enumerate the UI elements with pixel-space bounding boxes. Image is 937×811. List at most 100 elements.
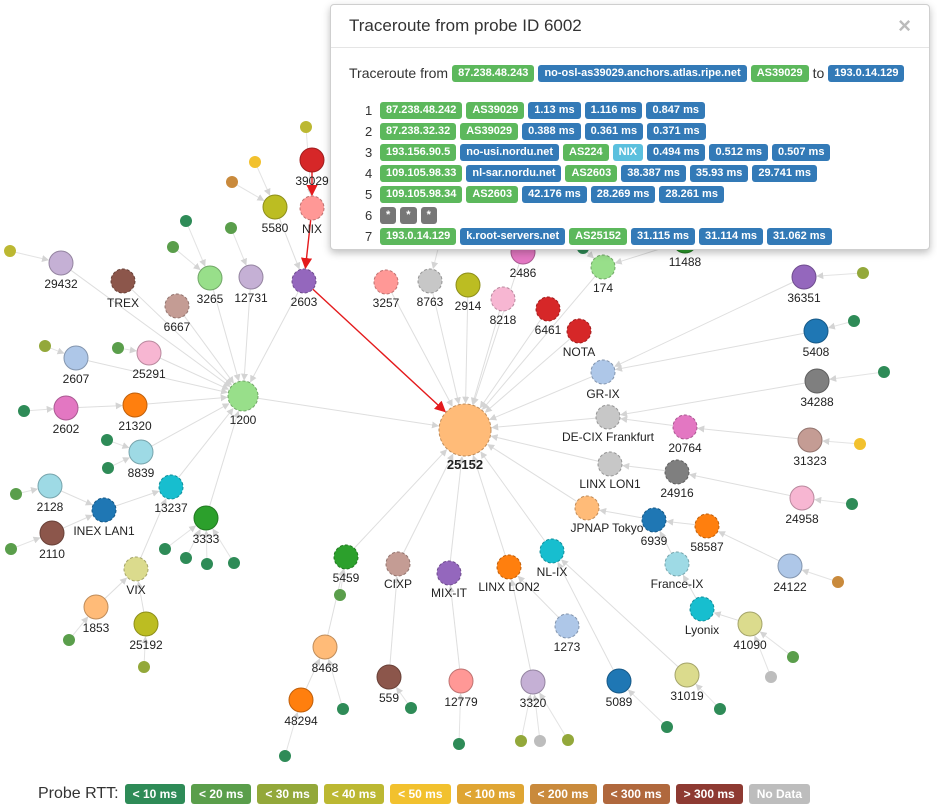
as-node[interactable] [158,474,184,500]
probe-dot[interactable] [63,634,75,646]
as-node[interactable] [791,264,817,290]
probe-dot[interactable] [138,661,150,673]
as-node[interactable] [539,538,565,564]
as-node[interactable] [63,345,89,371]
probe-dot[interactable] [180,552,192,564]
as-node[interactable] [597,451,623,477]
probe-dot[interactable] [225,222,237,234]
as-node[interactable] [789,485,815,511]
probe-dot[interactable] [534,735,546,747]
as-node[interactable] [133,611,159,637]
probe-dot[interactable] [787,651,799,663]
probe-dot[interactable] [848,315,860,327]
probe-dot[interactable] [405,702,417,714]
as-node[interactable] [123,556,149,582]
probe-dot[interactable] [661,721,673,733]
as-node[interactable] [299,147,325,173]
as-node[interactable] [689,596,715,622]
probe-dot[interactable] [279,750,291,762]
probe-dot[interactable] [562,734,574,746]
probe-dot[interactable] [334,589,346,601]
as-node[interactable] [312,634,338,660]
probe-dot[interactable] [4,245,16,257]
as-node[interactable] [737,611,763,637]
as-node[interactable] [574,495,600,521]
as-node[interactable] [672,414,698,440]
probe-dot[interactable] [112,342,124,354]
probe-dot[interactable] [39,340,51,352]
probe-dot[interactable] [765,671,777,683]
probe-dot[interactable] [101,434,113,446]
as-node[interactable] [641,507,667,533]
as-node[interactable] [128,439,154,465]
as-node[interactable] [535,296,561,322]
probe-dot[interactable] [854,438,866,450]
as-node[interactable] [48,250,74,276]
probe-dot[interactable] [878,366,890,378]
probe-dot[interactable] [515,735,527,747]
as-node[interactable] [694,513,720,539]
as-node[interactable] [566,318,592,344]
as-node[interactable] [122,392,148,418]
as-node[interactable] [606,668,632,694]
probe-dot[interactable] [453,738,465,750]
as-node[interactable] [299,195,325,221]
probe-dot[interactable] [300,121,312,133]
as-node[interactable] [110,268,136,294]
as-node[interactable] [164,293,190,319]
probe-dot[interactable] [180,215,192,227]
as-node[interactable] [376,664,402,690]
probe-dot[interactable] [857,267,869,279]
as-node[interactable] [490,286,516,312]
as-node[interactable] [91,497,117,523]
probe-dot[interactable] [249,156,261,168]
probe-dot[interactable] [228,557,240,569]
as-node[interactable] [803,318,829,344]
as-node[interactable] [333,544,359,570]
as-node[interactable] [37,473,63,499]
probe-dot[interactable] [10,488,22,500]
probe-dot[interactable] [102,462,114,474]
as-node[interactable] [39,520,65,546]
as-node[interactable] [554,613,580,639]
as-node[interactable] [664,551,690,577]
probe-dot[interactable] [714,703,726,715]
as-node[interactable] [520,669,546,695]
probe-dot[interactable] [337,703,349,715]
probe-dot[interactable] [201,558,213,570]
as-node[interactable] [291,268,317,294]
as-node[interactable] [83,594,109,620]
as-node[interactable] [455,272,481,298]
as-node[interactable] [590,359,616,385]
as-node[interactable] [193,505,219,531]
as-node[interactable] [777,553,803,579]
as-node[interactable] [136,340,162,366]
probe-dot[interactable] [832,576,844,588]
as-node[interactable] [797,427,823,453]
as-node[interactable] [53,395,79,421]
as-node[interactable] [804,368,830,394]
close-icon[interactable]: × [898,13,911,38]
probe-dot[interactable] [846,498,858,510]
as-node[interactable] [197,265,223,291]
as-node[interactable] [448,668,474,694]
as-node[interactable] [227,380,259,412]
as-node[interactable] [288,687,314,713]
as-node[interactable] [595,404,621,430]
as-node[interactable] [436,560,462,586]
probe-dot[interactable] [18,405,30,417]
as-node[interactable] [496,554,522,580]
as-node[interactable] [590,254,616,280]
as-node[interactable] [385,551,411,577]
probe-dot[interactable] [5,543,17,555]
probe-dot[interactable] [167,241,179,253]
as-node[interactable] [262,194,288,220]
probe-dot[interactable] [226,176,238,188]
as-node[interactable] [674,662,700,688]
as-node[interactable] [664,459,690,485]
as-node[interactable] [373,269,399,295]
probe-dot[interactable] [159,543,171,555]
as-node[interactable] [238,264,264,290]
as-node[interactable] [417,268,443,294]
center-node[interactable] [438,403,492,457]
